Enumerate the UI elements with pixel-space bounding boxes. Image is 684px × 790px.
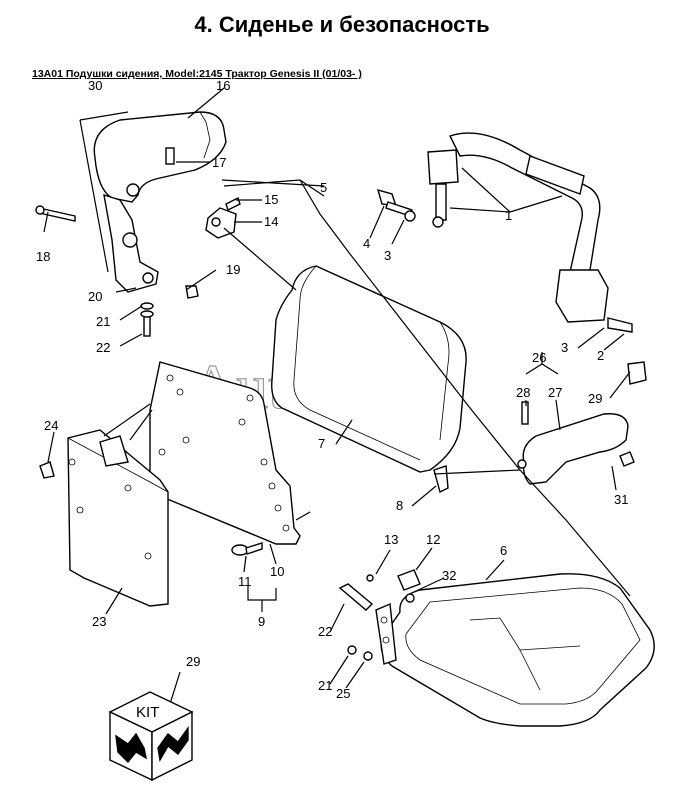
callout-3-lower[interactable]: 3 — [561, 340, 568, 355]
left-armrest-assembly — [35, 111, 227, 337]
callout-30[interactable]: 30 — [88, 78, 102, 93]
seat-cushion — [338, 569, 655, 727]
leader-lines — [43, 87, 631, 705]
callout-14[interactable]: 14 — [264, 214, 278, 229]
callout-28[interactable]: 28 — [516, 385, 530, 400]
callout-22-upper[interactable]: 22 — [96, 340, 110, 355]
screw-11 — [231, 542, 263, 556]
callout-23[interactable]: 23 — [92, 614, 106, 629]
seat-belt-assembly — [376, 132, 633, 333]
right-armrest-27 — [517, 361, 647, 485]
callout-22-lower[interactable]: 22 — [318, 624, 332, 639]
seat-back — [271, 265, 467, 494]
callout-6[interactable]: 6 — [500, 543, 507, 558]
callout-1[interactable]: 1 — [505, 208, 512, 223]
callout-9[interactable]: 9 — [258, 614, 265, 629]
callout-27[interactable]: 27 — [548, 385, 562, 400]
back-panel-10 — [149, 361, 301, 545]
callout-5[interactable]: 5 — [320, 180, 327, 195]
callout-10[interactable]: 10 — [270, 564, 284, 579]
callout-11[interactable]: 11 — [238, 574, 252, 589]
callout-29-upper[interactable]: 29 — [588, 391, 602, 406]
callout-19[interactable]: 19 — [226, 262, 240, 277]
callout-17[interactable]: 17 — [212, 155, 226, 170]
callout-26[interactable]: 26 — [532, 350, 546, 365]
callout-7[interactable]: 7 — [318, 436, 325, 451]
callout-8[interactable]: 8 — [396, 498, 403, 513]
diagram-subtitle[interactable]: 13A01 Подушки сидения, Model:2145 Тракто… — [32, 68, 362, 80]
callout-labels: 1 2 3 3 4 5 6 7 8 9 10 11 12 13 14 15 16… — [36, 78, 628, 701]
callout-2[interactable]: 2 — [597, 348, 604, 363]
kit-cube-icon: KIT — [108, 691, 194, 782]
callout-12[interactable]: 12 — [426, 532, 440, 547]
callout-24[interactable]: 24 — [44, 418, 58, 433]
callout-25[interactable]: 25 — [336, 686, 350, 701]
callout-18[interactable]: 18 — [36, 249, 50, 264]
callout-21-upper[interactable]: 21 — [96, 314, 110, 329]
callout-4[interactable]: 4 — [363, 236, 370, 251]
callout-31[interactable]: 31 — [614, 492, 628, 507]
callout-13[interactable]: 13 — [384, 532, 398, 547]
kit-label: KIT — [136, 704, 159, 721]
callout-20[interactable]: 20 — [88, 289, 102, 304]
callout-16[interactable]: 16 — [216, 78, 230, 93]
callout-21-lower[interactable]: 21 — [318, 678, 332, 693]
callout-32[interactable]: 32 — [442, 568, 456, 583]
callout-3-upper[interactable]: 3 — [384, 248, 391, 263]
callout-15[interactable]: 15 — [264, 192, 278, 207]
bracket-14 — [205, 197, 241, 239]
callout-29-kit[interactable]: 29 — [186, 654, 200, 669]
page-title: 4. Сиденье и безопасность — [194, 12, 490, 37]
back-pad-23 — [39, 429, 169, 607]
